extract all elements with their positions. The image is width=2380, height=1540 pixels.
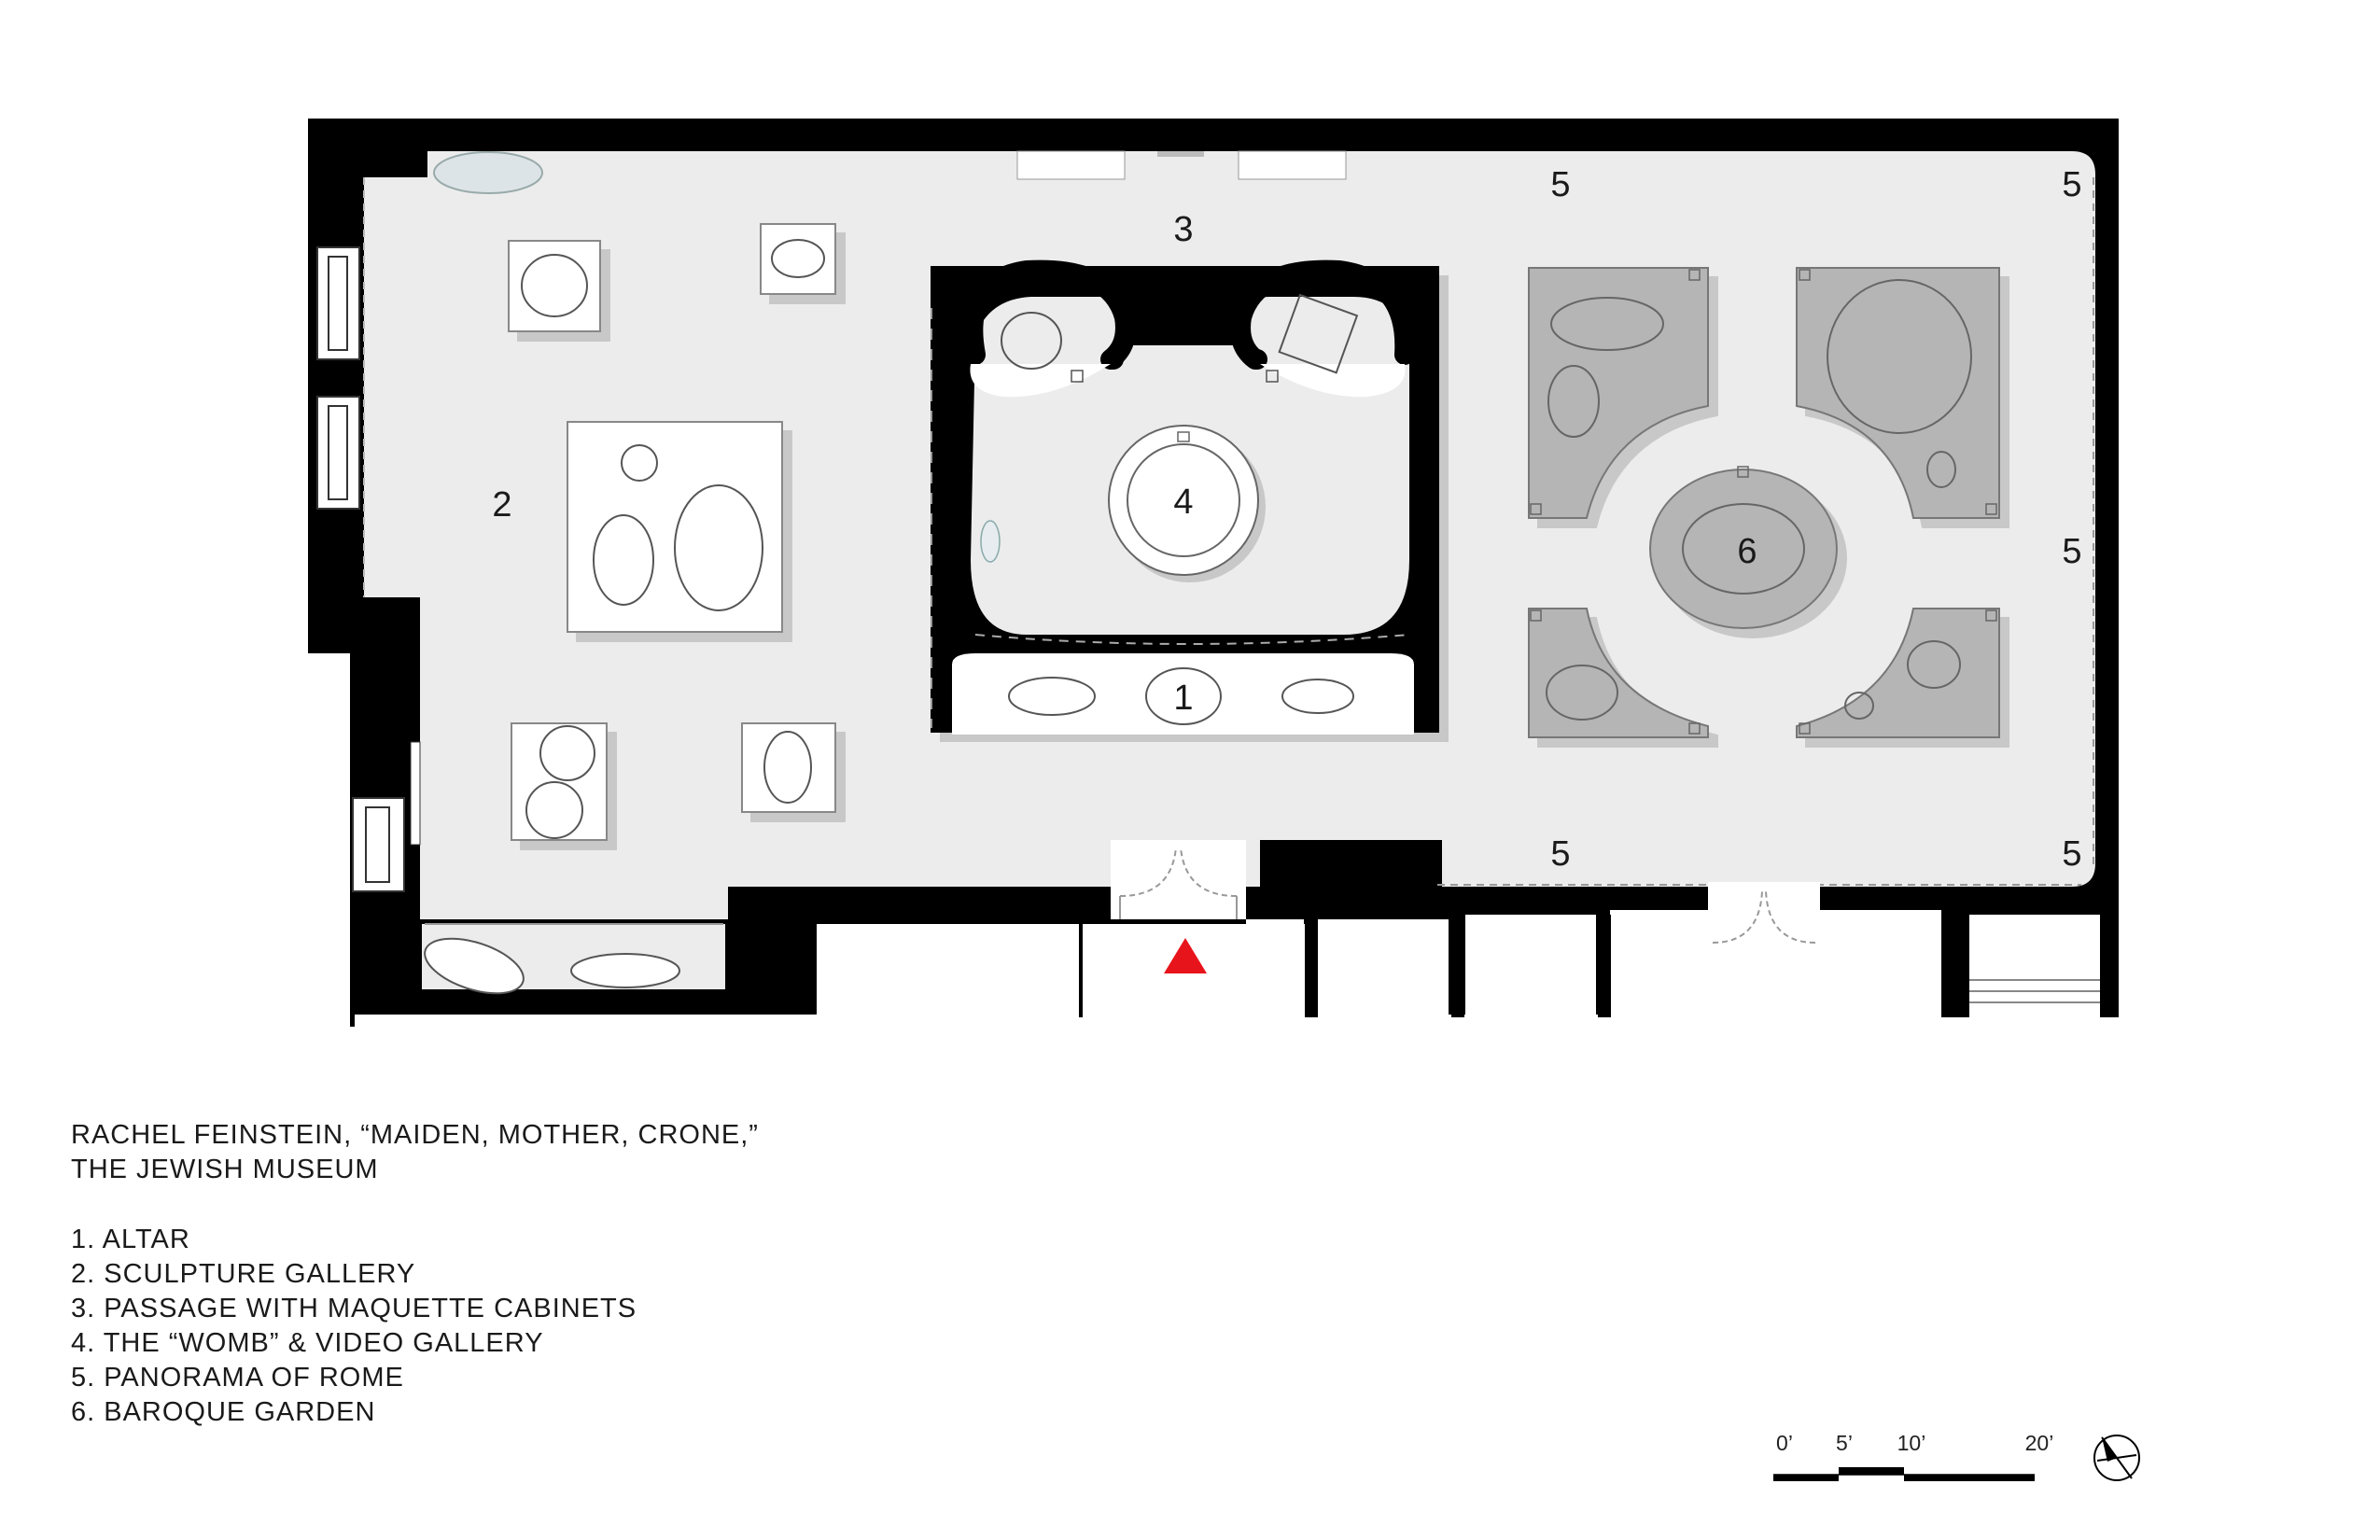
legend-item: 5. PANORAMA OF ROME [71,1363,404,1393]
legend-item: 4. THE “WOMB” & VIDEO GALLERY [71,1328,544,1358]
garden-platform [1796,267,2000,519]
label-sculpture-gallery: 2 [492,485,511,525]
plinth [567,421,783,633]
entrance-doors [1079,840,1820,1017]
garden-fountain [1649,469,1838,629]
baroque-garden [1528,267,2000,738]
top-vents [1016,150,1347,180]
red-triangle-icon [1164,938,1207,973]
caption-spacer [71,1187,759,1223]
legend-item: 1. ALTAR [71,1225,190,1254]
legend-item: 3. PASSAGE WITH MAQUETTE CABINETS [71,1294,637,1323]
label-garden: 6 [1737,532,1757,571]
north-arrow-icon [2093,1435,2140,1481]
scale-tick-label: 10’ [1897,1431,1926,1455]
garden-platform [1528,608,1709,738]
stair [1969,979,2100,1003]
legend-item: 6. BAROQUE GARDEN [71,1397,376,1427]
scale-tick-label: 20’ [2025,1431,2054,1455]
label-panorama: 5 [1550,165,1570,204]
lower-left-room [424,923,723,995]
label-passage: 3 [1173,210,1193,249]
label-panorama: 5 [2062,834,2081,874]
plinth [741,722,836,813]
left-windows [316,246,421,892]
caption-title: RACHEL FEINSTEIN, “MAIDEN, MOTHER, CRONE… [71,1120,759,1150]
scale-bar: 0’ 5’ 10’ 20’ [1773,1431,2053,1481]
scale-tick-label: 0’ [1776,1431,1793,1455]
womb-room [931,259,1439,735]
caption: RACHEL FEINSTEIN, “MAIDEN, MOTHER, CRONE… [71,1118,759,1430]
garden-platform [1528,267,1709,519]
label-altar: 1 [1173,679,1193,718]
label-panorama: 5 [1550,834,1570,874]
scale-tick-label: 5’ [1836,1431,1853,1455]
label-womb: 4 [1173,483,1193,522]
label-panorama: 5 [2062,165,2081,204]
floor-piece [433,151,543,194]
garden-platform [1796,608,2000,738]
legend-item: 2. SCULPTURE GALLERY [71,1259,416,1289]
caption-subtitle: THE JEWISH MUSEUM [71,1155,379,1184]
label-panorama: 5 [2062,532,2081,571]
plan-labels: 1 2 3 4 5 5 5 5 5 6 [492,165,2081,874]
sculpture-gallery [433,151,836,841]
plinth [760,223,836,295]
